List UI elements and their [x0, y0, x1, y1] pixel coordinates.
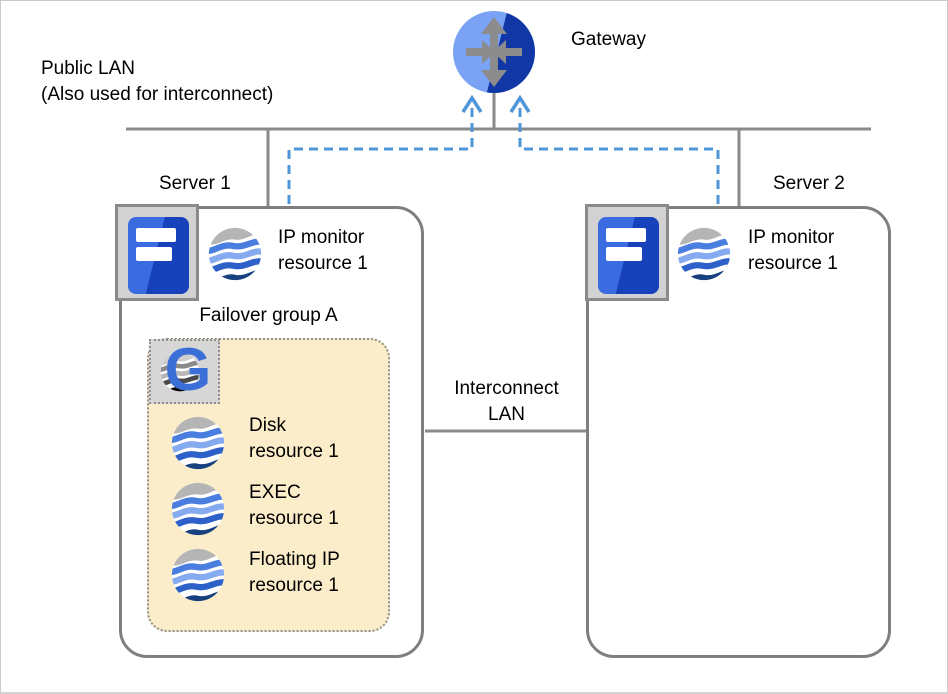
ip-monitor-label-line1: IP monitor	[278, 227, 365, 248]
server-slot-bar	[606, 228, 646, 242]
disk-resource-label: Disk resource 1	[249, 413, 339, 465]
public-lan-label-line1: Public LAN	[41, 58, 135, 79]
resource-label-line1: Disk	[249, 415, 286, 436]
server2-monitor-arrowhead	[509, 94, 531, 113]
ip-monitor-label-line2: resource 1	[748, 253, 838, 274]
server-slot-bar	[136, 247, 172, 261]
server-slot-bar	[136, 228, 176, 242]
server-slot-bar	[606, 247, 642, 261]
server1-monitor-dashed-path	[287, 104, 474, 204]
server-tower-shape	[598, 217, 659, 294]
server-tower-shape	[128, 217, 189, 294]
resource-label-line2: resource 1	[249, 441, 339, 462]
failover-group-label: Failover group A	[199, 305, 338, 326]
router-icon	[453, 11, 535, 93]
public-lan-label-line2: (Also used for interconnect)	[41, 84, 274, 105]
server2-ip-monitor-label: IP monitor resource 1	[748, 225, 838, 277]
interconnect-label-line1: Interconnect	[454, 378, 559, 399]
ip-monitor-resource-icon	[208, 227, 262, 281]
resource-label-line2: resource 1	[249, 575, 339, 596]
interconnect-lan-label: Interconnect LAN	[425, 376, 588, 428]
server1-monitor-arrowhead	[461, 94, 483, 113]
resource-label-line1: EXEC	[249, 482, 301, 503]
resource-label-line1: Floating IP	[249, 549, 340, 570]
floating-ip-resource-icon	[171, 548, 225, 602]
exec-resource-icon	[171, 482, 225, 536]
resource-label-line2: resource 1	[249, 508, 339, 529]
floating-ip-resource-label: Floating IP resource 1	[249, 547, 340, 599]
exec-resource-label: EXEC resource 1	[249, 480, 339, 532]
server2-monitor-dashed-path	[518, 104, 720, 204]
group-g-icon: G	[149, 336, 220, 404]
disk-resource-icon	[171, 416, 225, 470]
server1-label: Server 1	[159, 173, 231, 194]
interconnect-label-line2: LAN	[488, 404, 525, 425]
group-g-letter: G	[164, 336, 212, 403]
gateway-label: Gateway	[571, 29, 646, 50]
server2-label: Server 2	[773, 173, 845, 194]
ip-monitor-label-line1: IP monitor	[748, 227, 835, 248]
public-lan-label: Public LAN (Also used for interconnect)	[41, 56, 273, 108]
server1-ip-monitor-label: IP monitor resource 1	[278, 225, 368, 277]
server2-tower-icon	[585, 204, 669, 301]
server1-tower-icon	[115, 204, 199, 301]
ip-monitor-label-line2: resource 1	[278, 253, 368, 274]
ip-monitor-resource-icon	[677, 227, 731, 281]
